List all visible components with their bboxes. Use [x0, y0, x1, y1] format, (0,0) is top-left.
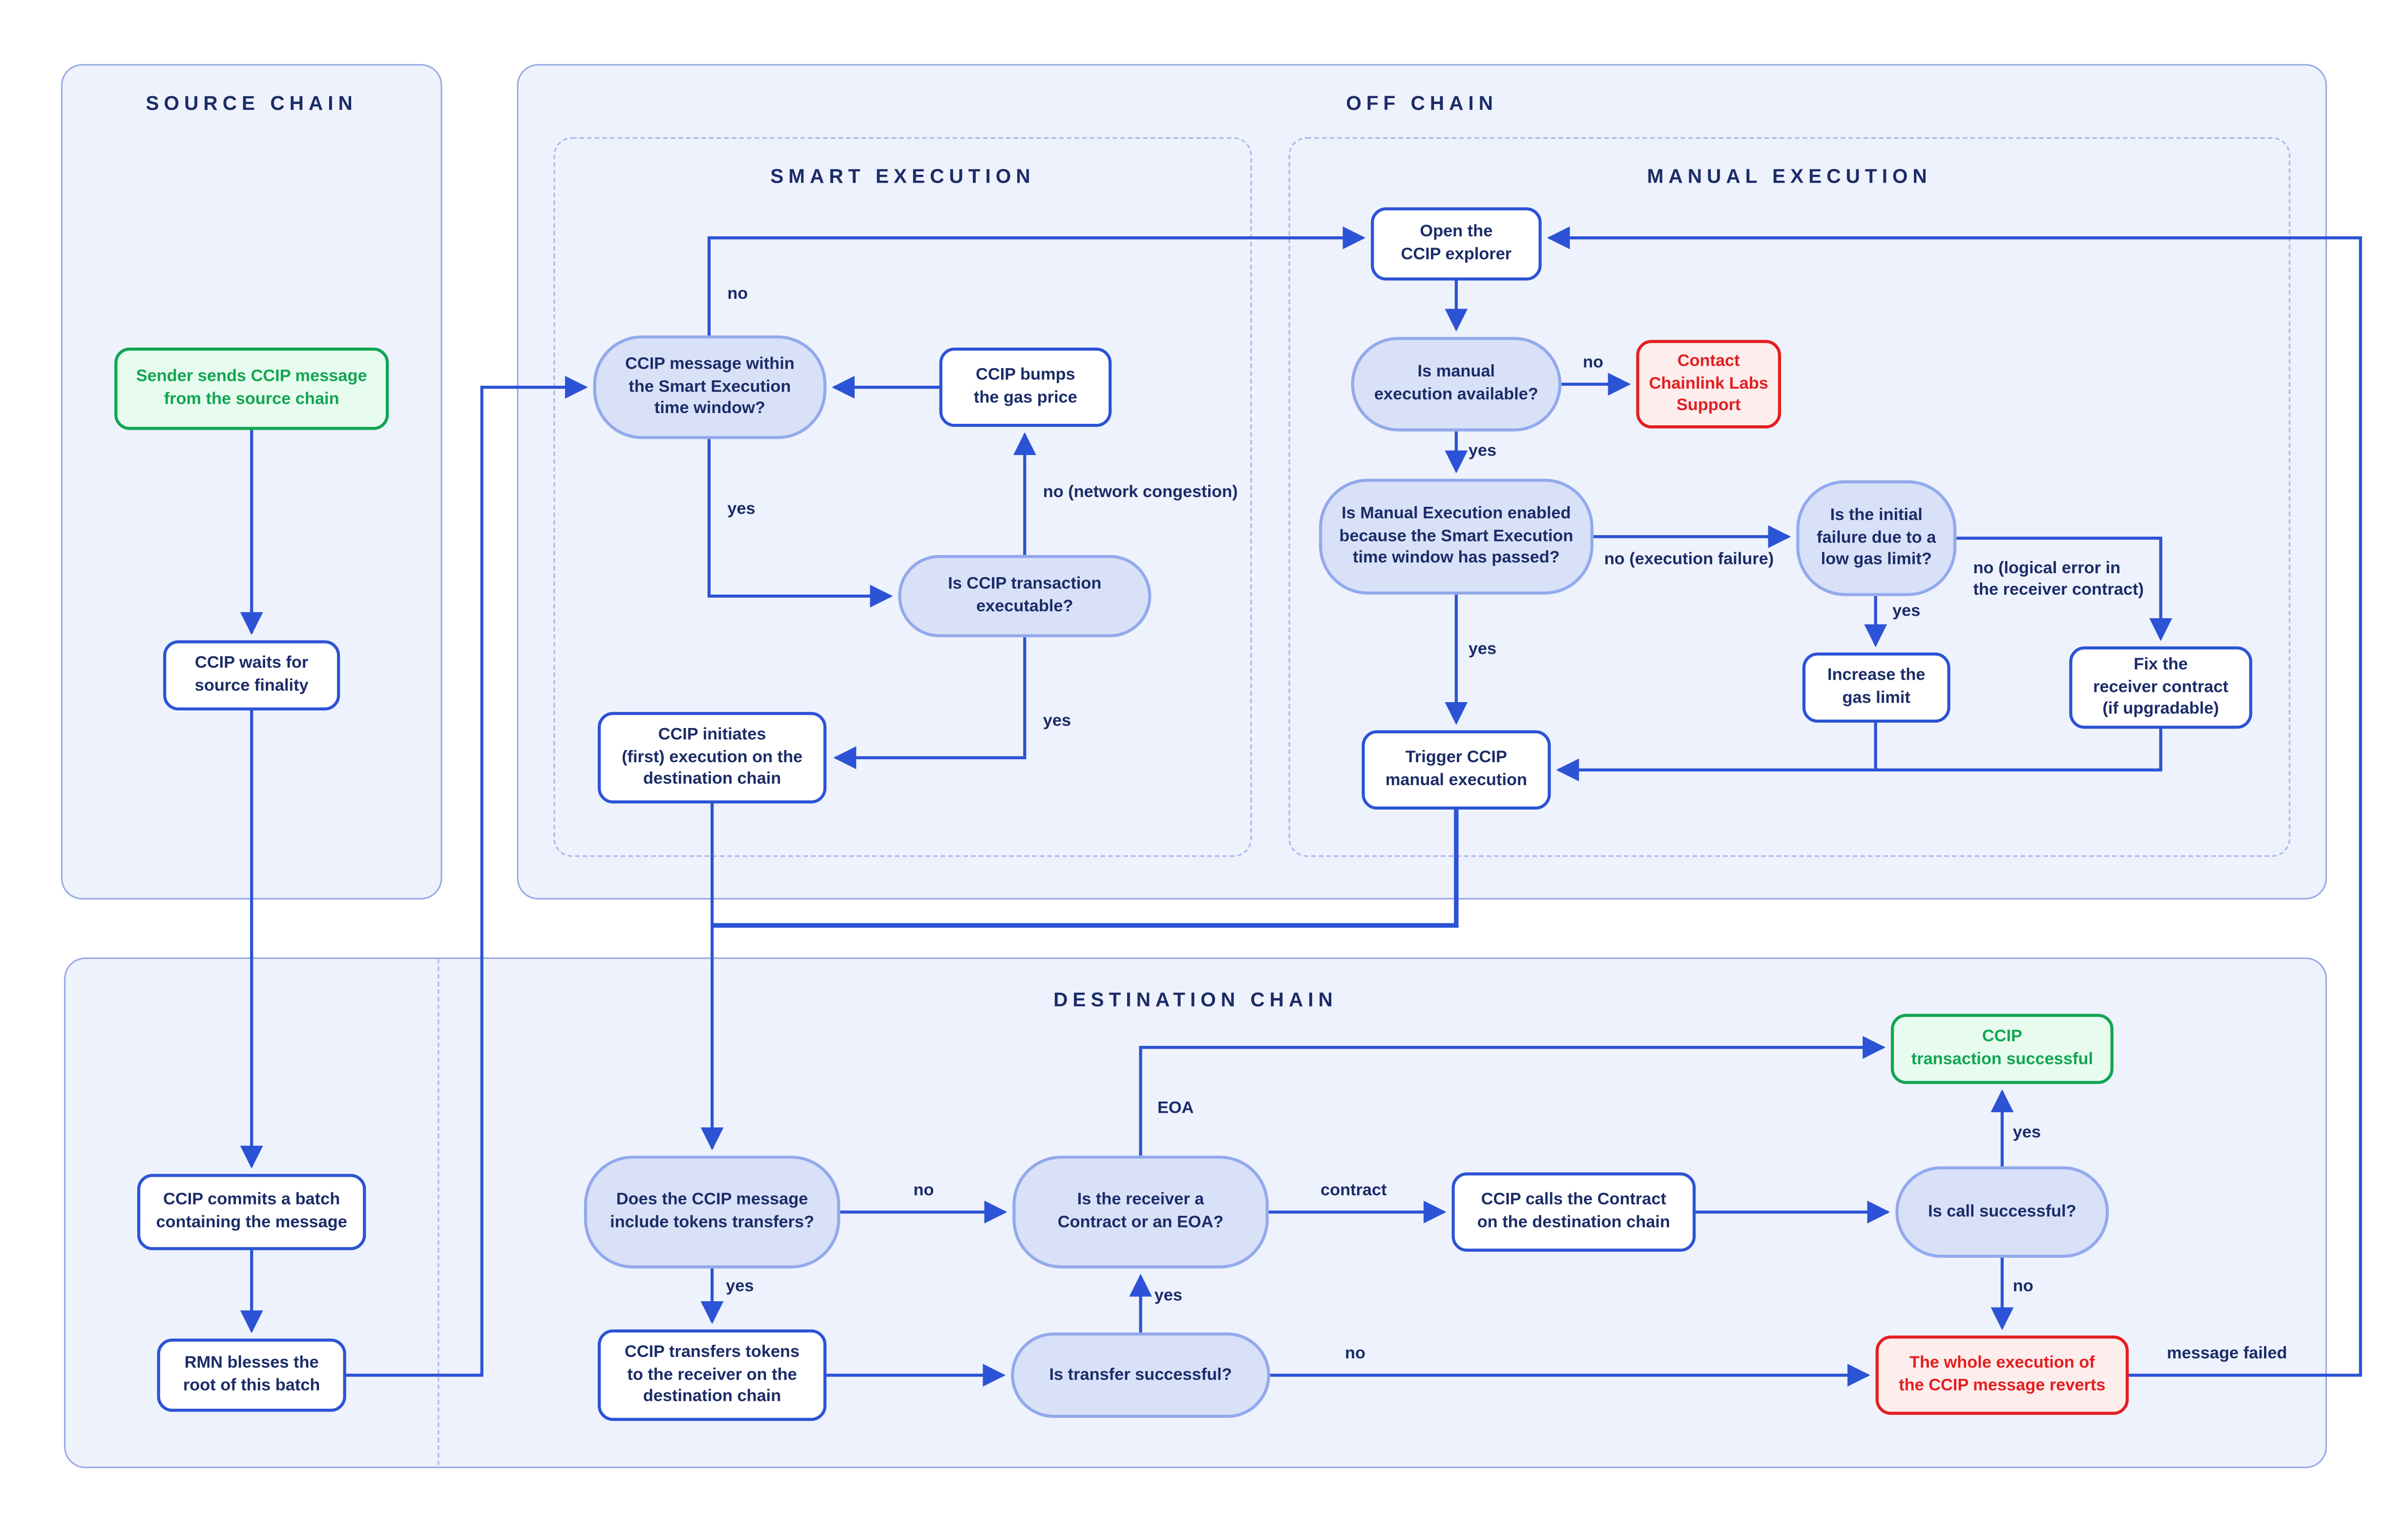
destination-divider [438, 959, 440, 1465]
edge-fix-trigger [1556, 728, 2162, 782]
edge-label-yes-call: yes [2013, 1124, 2041, 1142]
decision-low-gas: Is the initial failure due to a low gas … [1796, 480, 1957, 596]
edge-label-no-window: no [727, 285, 748, 304]
node-bumps-gas: CCIP bumps the gas price [939, 347, 1112, 427]
edge-label-yes-executable: yes [1043, 712, 1071, 730]
edge-trigger-join [712, 810, 1459, 928]
node-commits-batch: CCIP commits a batch containing the mess… [137, 1174, 366, 1250]
edge-label-yes-low-gas: yes [1892, 602, 1921, 621]
node-transfers-tokens: CCIP transfers tokens to the receiver on… [598, 1329, 827, 1421]
edge-rmn-window [346, 375, 588, 1377]
decision-transfer-successful: Is transfer successful? [1011, 1332, 1270, 1418]
node-message-reverts: The whole execution of the CCIP message … [1875, 1335, 2129, 1415]
edge-label-yes-available: yes [1468, 442, 1497, 460]
node-calls-contract: CCIP calls the Contract on the destinati… [1451, 1172, 1696, 1252]
smart-execution-title: SMART EXECUTION [770, 165, 1035, 188]
edge-label-yes-transfer: yes [1154, 1287, 1183, 1305]
edge-executable-yes-initiates [833, 637, 1027, 770]
node-waits-finality: CCIP waits for source finality [163, 640, 340, 711]
node-transaction-successful: CCIP transaction successful [1890, 1014, 2114, 1084]
node-trigger-manual: Trigger CCIP manual execution [1362, 730, 1551, 810]
edge-label-eoa: EOA [1157, 1099, 1194, 1118]
node-increase-gas: Increase the gas limit [1802, 652, 1951, 723]
edge-label-no-transfer: no [1345, 1345, 1366, 1363]
edge-label-no-execution-failure: no (execution failure) [1604, 550, 1774, 569]
edge-window-no-explorer [707, 226, 1366, 335]
decision-receiver-type: Is the receiver a Contract or an EOA? [1012, 1155, 1269, 1269]
destination-chain-title: DESTINATION CHAIN [1053, 988, 1338, 1011]
edge-label-no-tokens: no [913, 1181, 934, 1200]
node-initiates-execution: CCIP initiates (first) execution on the … [598, 712, 827, 804]
decision-executable: Is CCIP transaction executable? [898, 555, 1152, 638]
decision-manual-enabled: Is Manual Execution enabled because the … [1319, 479, 1594, 595]
edge-label-yes-window: yes [727, 500, 755, 519]
node-open-explorer: Open the CCIP explorer [1371, 207, 1542, 281]
edge-label-no-available: no [1583, 354, 1604, 372]
node-rmn-blesses: RMN blesses the root of this batch [157, 1338, 346, 1412]
edge-label-message-failed: message failed [2167, 1345, 2287, 1363]
edge-lowgas-no-fix [1956, 537, 2172, 641]
section-smart-execution [553, 137, 1252, 857]
decision-call-successful: Is call successful? [1895, 1166, 2109, 1258]
section-manual-execution [1288, 137, 2290, 857]
decision-manual-available: Is manual execution available? [1351, 337, 1562, 432]
edge-label-yes-enabled: yes [1468, 640, 1497, 659]
node-contact-support: Contact Chainlink Labs Support [1636, 340, 1782, 429]
manual-execution-title: MANUAL EXECUTION [1647, 165, 1932, 188]
node-sender: Sender sends CCIP message from the sourc… [114, 347, 389, 430]
edge-label-no-congestion: no (network congestion) [1043, 483, 1238, 502]
edge-receiver-eoa-success [1139, 1036, 1886, 1156]
edge-label-yes-tokens: yes [726, 1277, 754, 1296]
decision-smart-window: CCIP message within the Smart Execution … [593, 335, 827, 439]
edge-window-yes-executable [707, 439, 893, 608]
edge-reverts-message-failed-explorer [1547, 226, 2362, 1377]
edge-label-contract: contract [1321, 1181, 1387, 1200]
edge-label-no-call: no [2013, 1277, 2034, 1296]
decision-tokens-transfers: Does the CCIP message include tokens tra… [584, 1155, 840, 1269]
off-chain-title: OFF CHAIN [1346, 91, 1498, 115]
source-chain-title: SOURCE CHAIN [146, 91, 357, 115]
edge-label-no-logical-error: no (logical error in the receiver contra… [1973, 559, 2144, 600]
node-fix-receiver: Fix the receiver contract (if upgradable… [2069, 646, 2252, 729]
